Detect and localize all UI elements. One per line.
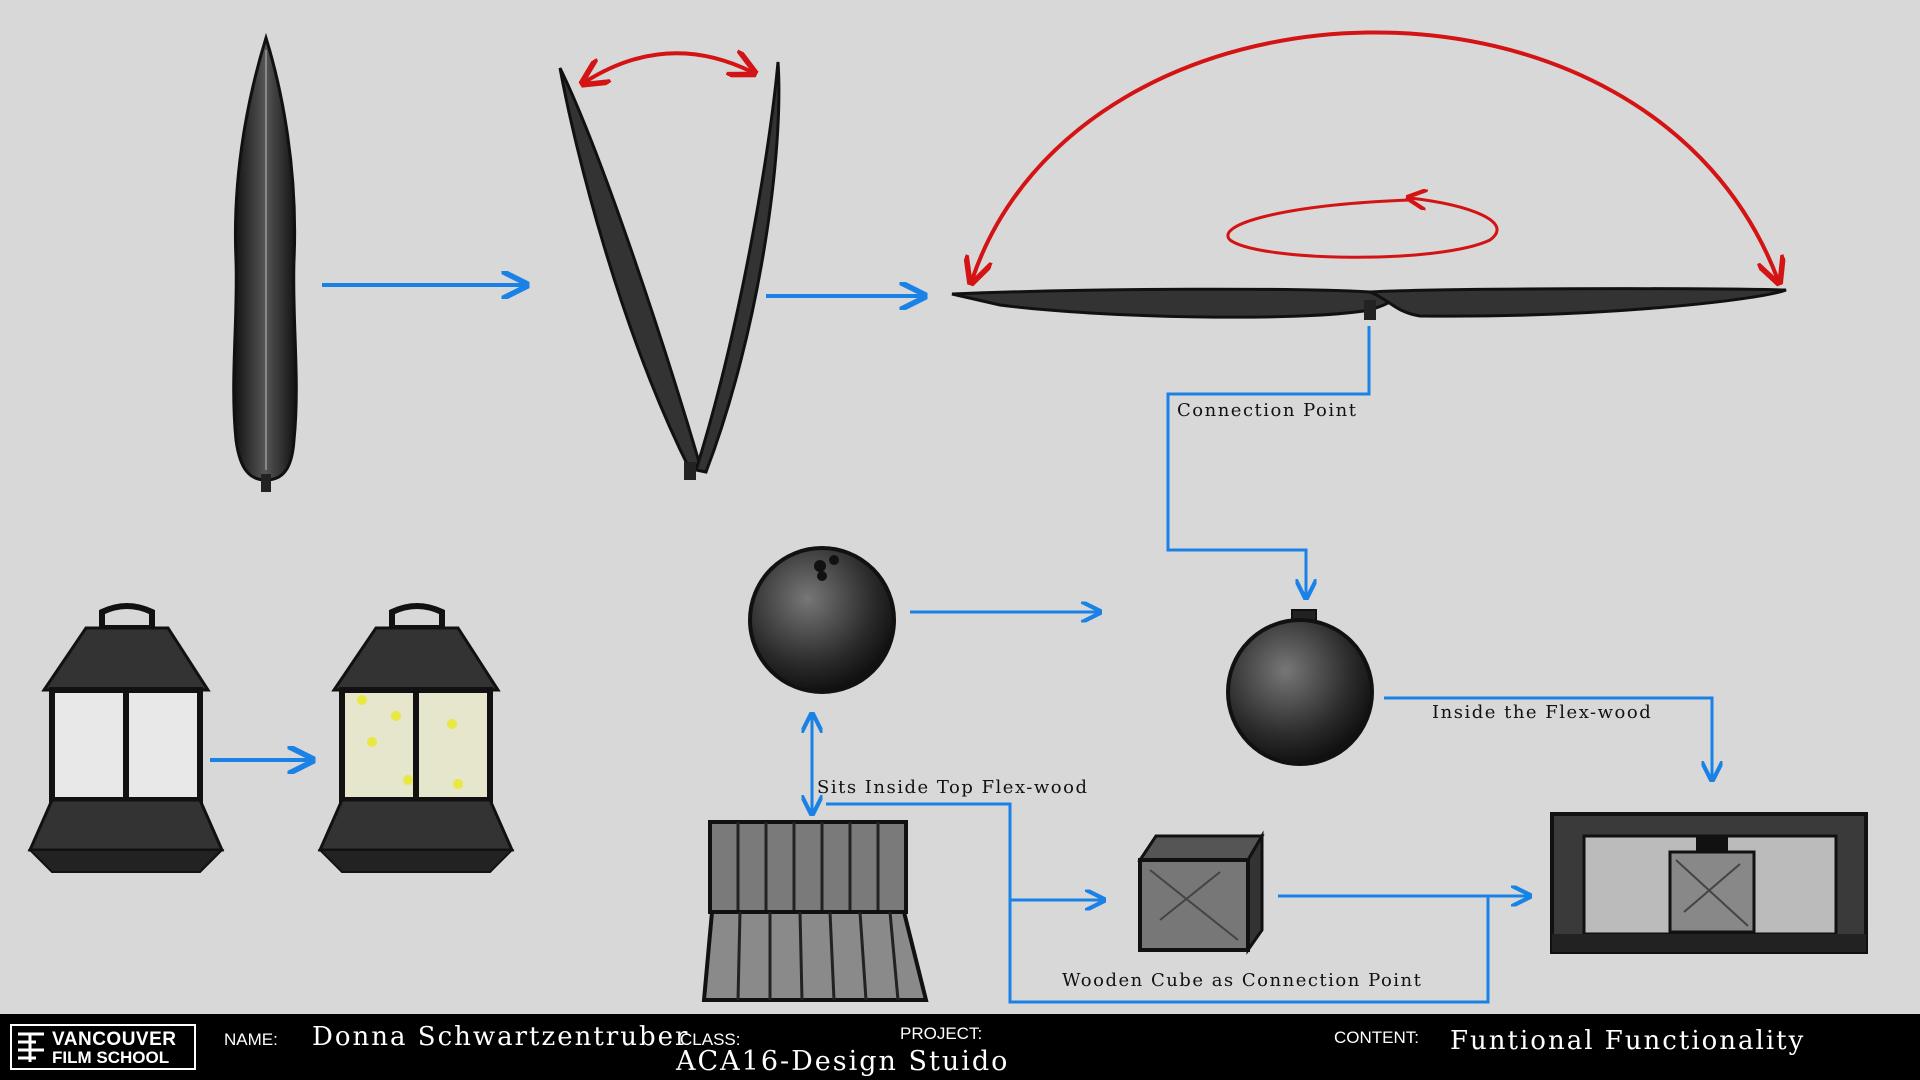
label-inside-flexwood: Inside the Flex-wood <box>1432 702 1652 723</box>
motion-arrow-spin <box>1226 198 1499 259</box>
class-key: CLASS: <box>680 1030 741 1049</box>
logo-line2: FILM SCHOOL <box>52 1048 170 1067</box>
motion-arrow-arc <box>972 30 1778 280</box>
ball-with-peg <box>1226 609 1374 766</box>
name-value: Donna Schwartzentruber <box>312 1022 690 1052</box>
vfs-logo-icon <box>18 1032 44 1062</box>
footer-bar: VANCOUVER FILM SCHOOL NAME: Donna Schwar… <box>0 1014 1920 1080</box>
lantern-fireflies <box>317 603 515 873</box>
connector-to-assembly <box>1384 696 1712 778</box>
content-value: Funtional Functionality <box>1450 1026 1806 1056</box>
content-key: CONTENT: <box>1334 1028 1419 1047</box>
label-sits-inside: Sits Inside Top Flex-wood <box>817 777 1088 798</box>
opening-seed-pod <box>558 61 781 480</box>
logo-line1: VANCOUVER <box>52 1029 177 1050</box>
flex-wood-base <box>701 820 929 1002</box>
lantern-empty <box>27 603 225 873</box>
wooden-cube <box>1137 830 1265 955</box>
label-connection-point: Connection Point <box>1177 400 1357 421</box>
project-key: PROJECT: <box>900 1024 983 1043</box>
connector-to-cube <box>826 802 1490 1004</box>
final-assembly <box>1550 812 1868 954</box>
flat-flex-wood <box>951 287 1787 320</box>
connector-to-ball <box>1166 326 1371 596</box>
wooden-ball <box>748 546 896 694</box>
concept-sketch-canvas: Connection Point I <box>27 30 1868 1004</box>
name-key: NAME: <box>224 1030 278 1049</box>
vfs-logo: VANCOUVER FILM SCHOOL <box>10 1024 196 1070</box>
motion-arrow-open <box>585 53 752 82</box>
project-value: ACA16-Design Stuido <box>676 1046 1010 1077</box>
label-wooden-cube: Wooden Cube as Connection Point <box>1062 970 1422 991</box>
closed-seed-pod <box>232 32 298 492</box>
